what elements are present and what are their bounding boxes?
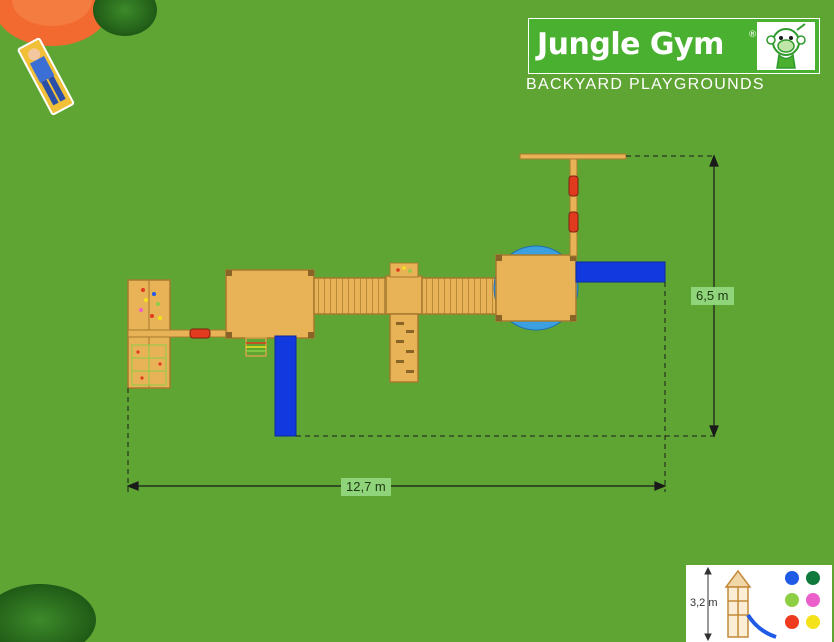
depth-label: 6,5 m [691,287,734,305]
swing-seat-right-1 [568,175,579,197]
registered-mark: ® [748,30,757,40]
swing-beam-crossbar [519,153,627,160]
slide-icon [746,613,777,639]
slide-right [575,261,666,283]
width-dimension-arrow [126,481,667,491]
brand-name: Jungle Gym [537,27,724,62]
color-swatch-red[interactable] [785,615,799,629]
bridge-left [313,277,387,315]
color-swatch-lime[interactable] [785,593,799,607]
playtower-icon [724,569,752,638]
bush-bottom-left [0,584,96,642]
color-swatches [785,571,829,637]
tower-deck-left [225,269,315,339]
parasol [0,0,110,46]
bush-top [93,0,157,36]
width-label: 12,7 m [341,478,391,496]
swing-seat-left [189,328,211,339]
height-dimension-arrow [704,566,712,642]
brand-tagline: BACKYARD PLAYGROUNDS [526,76,765,93]
monkey-mascot-icon [757,22,815,70]
middle-panel-top [389,262,419,278]
middle-platform [385,275,423,315]
bridge-right [421,277,497,315]
swing-seat-right-2 [568,211,579,233]
color-swatch-dark-green[interactable] [806,571,820,585]
swing-beam-right [569,155,578,257]
ladder [245,337,267,357]
product-info-panel: 3,2 m [686,565,832,642]
color-swatch-yellow[interactable] [806,615,820,629]
dimension-outline [127,155,716,492]
climbing-ramp [389,313,419,383]
height-label: 3,2 m [690,597,718,609]
brand-logo: Jungle Gym ® [528,18,820,74]
color-swatch-pink[interactable] [806,593,820,607]
slide-left [274,335,297,437]
swing-beam-left [127,329,229,338]
color-swatch-blue[interactable] [785,571,799,585]
tower-deck-right [495,254,577,322]
sunbed-with-person [17,37,75,116]
